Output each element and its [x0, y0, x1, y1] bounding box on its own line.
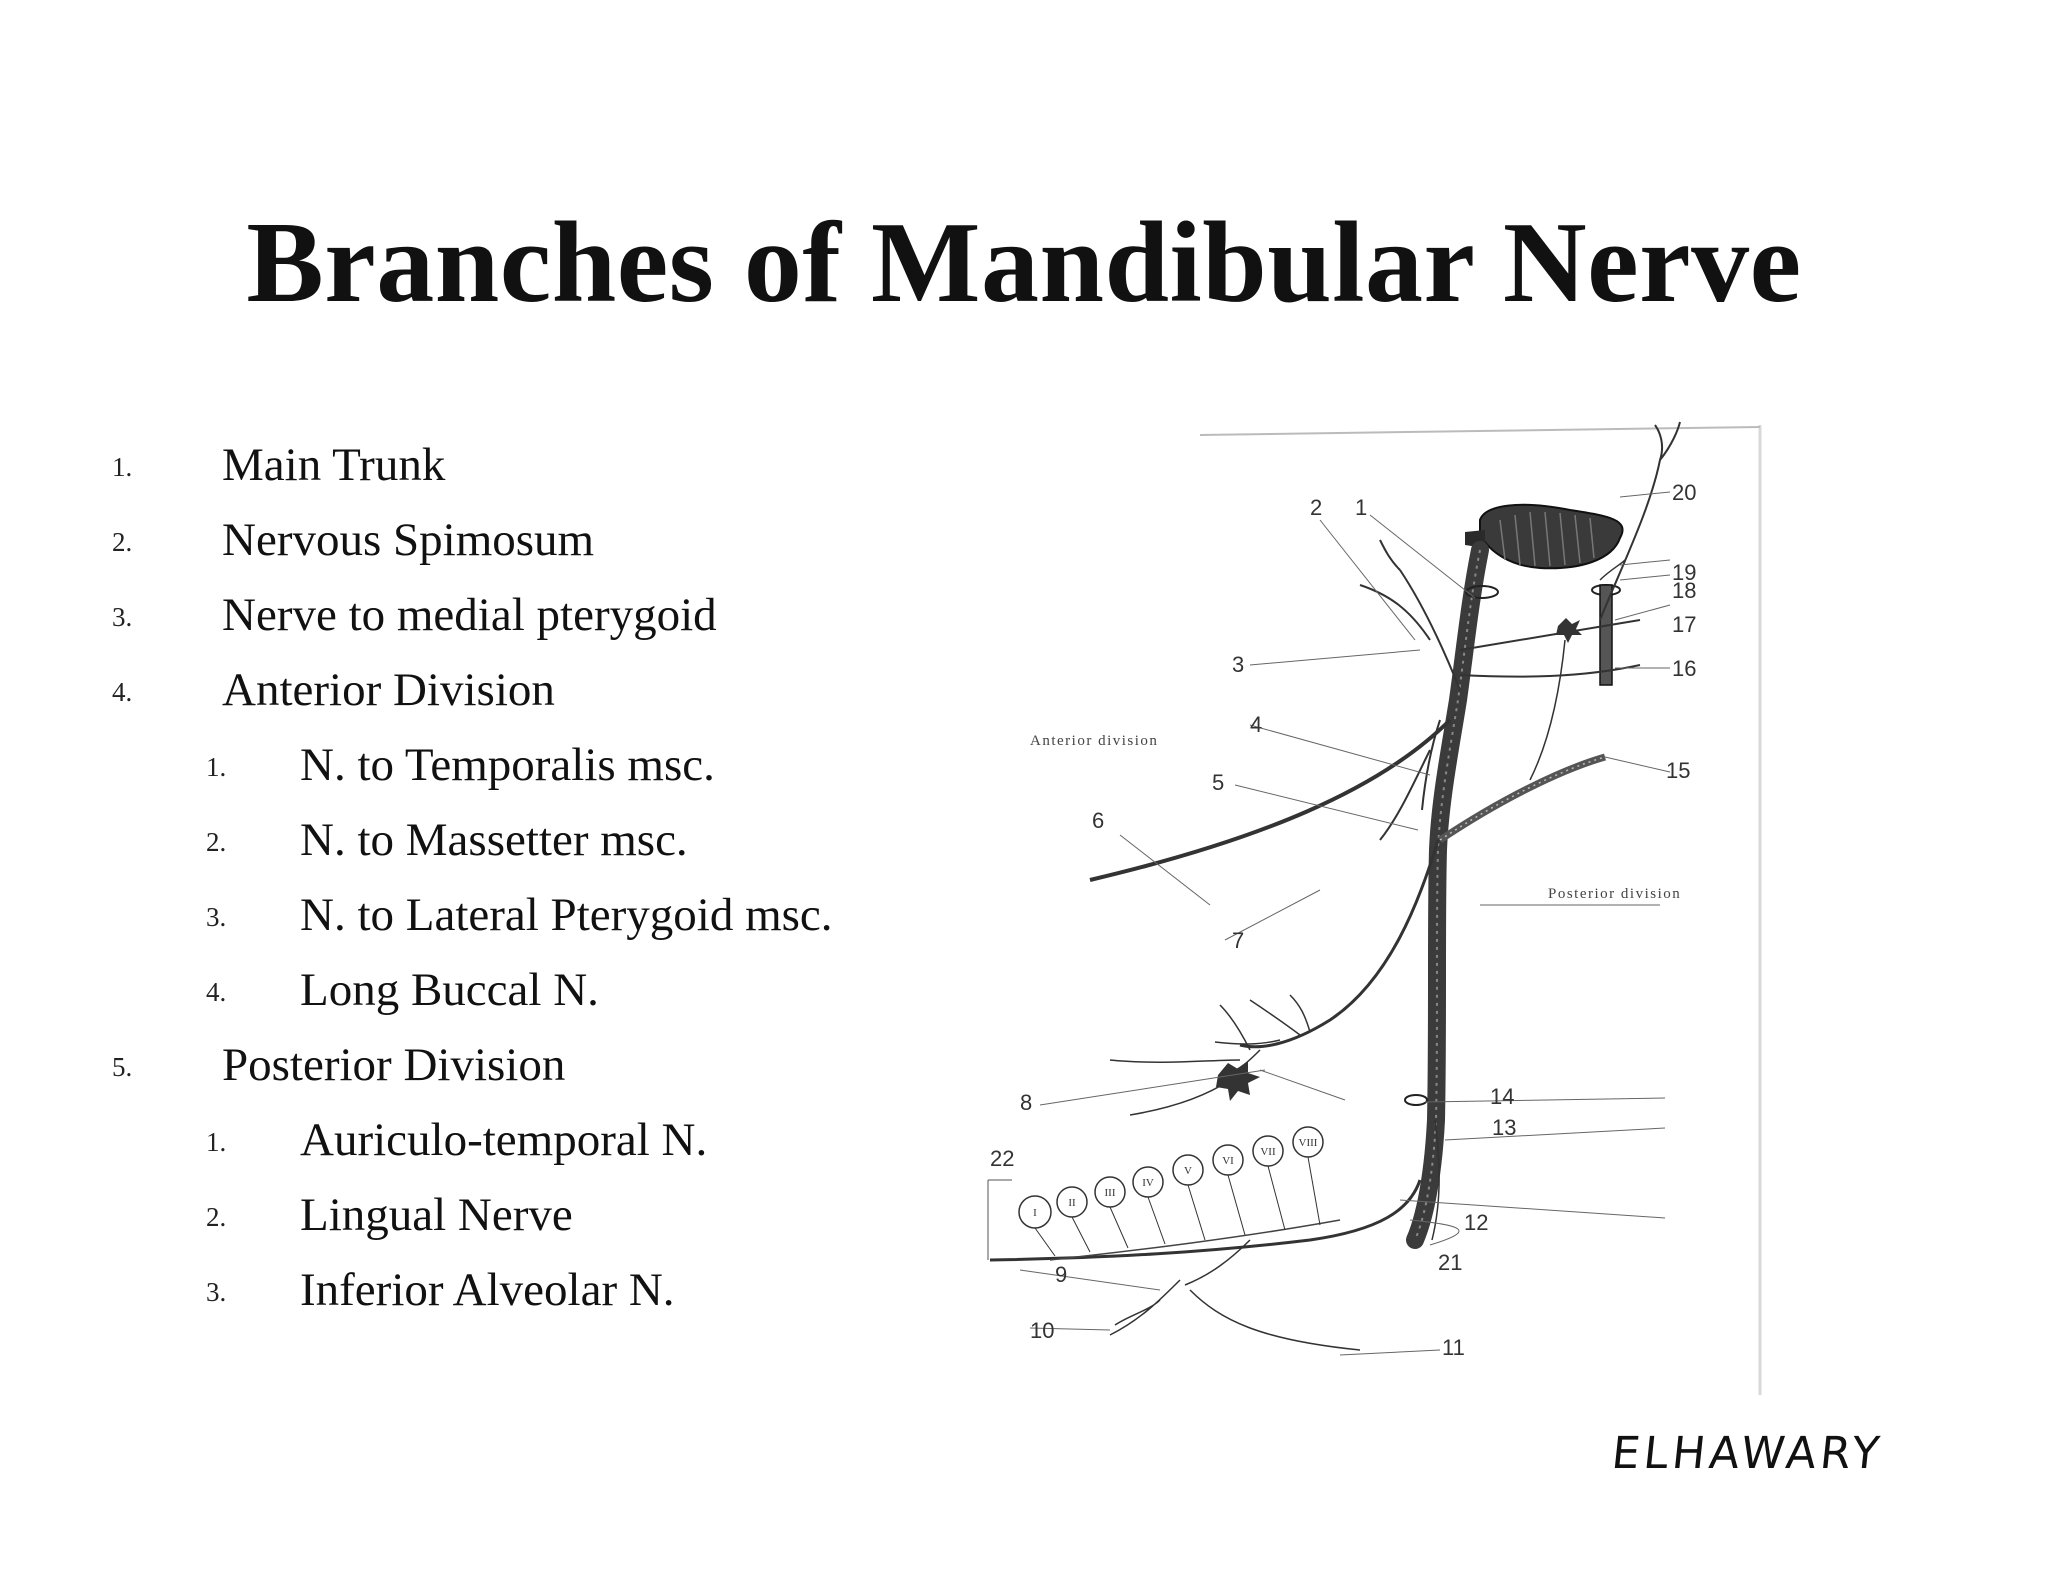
list-text: Nervous Spimosum: [222, 514, 595, 566]
label-22: 22: [990, 1146, 1014, 1171]
label-5: 5: [1212, 770, 1224, 795]
label-4: 4: [1250, 712, 1262, 737]
list-text: N. to Temporalis msc.: [300, 739, 715, 791]
list-text: N. to Massetter msc.: [300, 814, 688, 866]
label-10: 10: [1030, 1318, 1054, 1343]
page-title: Branches of Mandibular Nerve: [246, 199, 1802, 327]
nerve-13: [1431, 1119, 1440, 1241]
nerve-15-hatching: [1439, 756, 1606, 841]
nerve-19: [1599, 559, 1626, 581]
anterior-division-label: Anterior division: [1030, 733, 1158, 749]
mandibular-nerve-diagram: 1 2 3 4 5 6 7 8 9 10 11 12 13 14 15 16 1…: [987, 421, 1762, 1395]
list-number: 4.: [206, 977, 227, 1007]
list-number: 5.: [112, 1052, 133, 1082]
label-6: 6: [1092, 808, 1104, 833]
list-number: 4.: [112, 677, 133, 707]
nerve-20: [1599, 421, 1681, 621]
nerve-11: [1189, 1289, 1361, 1351]
number-labels: 1 2 3 4 5 6 7 8 9 10 11 12 13 14 15 16 1…: [990, 480, 1696, 1360]
nerve-9-10: [1109, 1279, 1181, 1336]
label-14: 14: [1490, 1084, 1514, 1109]
list-text: Anterior Division: [222, 664, 555, 716]
label-8: 8: [1020, 1090, 1032, 1115]
foramen-ovale-ring: [1465, 585, 1499, 599]
nerve-4: [1421, 719, 1441, 811]
label-9: 9: [1055, 1262, 1067, 1287]
tooth-labels: I II III IV V VI VII VIII: [1033, 1137, 1318, 1219]
label-20: 20: [1672, 480, 1696, 505]
list-text: Auriculo-temporal N.: [300, 1114, 708, 1166]
label-3: 3: [1232, 652, 1244, 677]
nerve-16-loop: [1459, 664, 1641, 678]
tooth-label: VI: [1222, 1155, 1234, 1167]
label-11: 11: [1442, 1335, 1465, 1360]
label-15: 15: [1666, 758, 1690, 783]
tooth-label: IV: [1142, 1177, 1154, 1189]
list-text: Long Buccal N.: [300, 964, 599, 1016]
label-13: 13: [1492, 1115, 1516, 1140]
nerve-3: [1359, 539, 1461, 691]
list-number: 1.: [206, 1127, 227, 1157]
label-1: 1: [1355, 495, 1367, 520]
ring-14: [1404, 1094, 1428, 1106]
list-number: 3.: [112, 602, 133, 632]
label-18: 18: [1672, 578, 1696, 603]
tooth-label: VIII: [1299, 1137, 1318, 1149]
label-21: 21: [1438, 1250, 1462, 1275]
list-text: Posterior Division: [222, 1039, 566, 1091]
nerve-15: [1438, 753, 1606, 843]
nerve-17: [1459, 619, 1641, 651]
list-text: Inferior Alveolar N.: [300, 1264, 675, 1316]
nerve-21: [1049, 1219, 1341, 1261]
label-16: 16: [1672, 656, 1696, 681]
otic-ganglion: [1556, 618, 1582, 643]
tooth-label: V: [1184, 1165, 1192, 1177]
nerve-5: [1379, 749, 1431, 841]
buccal-twigs: [1214, 994, 1311, 1076]
list-text: Nerve to medial pterygoid: [222, 589, 717, 641]
label-12: 12: [1464, 1210, 1488, 1235]
label-2: 2: [1310, 495, 1322, 520]
list-text: Main Trunk: [222, 439, 446, 491]
tooth-branches: [1034, 1156, 1321, 1257]
label-7: 7: [1232, 928, 1244, 953]
teeth-row: [1018, 1126, 1324, 1229]
mental-link: [1184, 1239, 1251, 1286]
label-19: 19: [1672, 560, 1696, 585]
list-number: 1.: [206, 752, 227, 782]
nerve-7: [1239, 839, 1440, 1049]
chorda-link: [1529, 639, 1566, 781]
ganglion-striations: [1499, 511, 1595, 567]
ganglion-8: [1216, 1061, 1260, 1101]
tooth-label: III: [1105, 1187, 1116, 1199]
posterior-division-label: Posterior division: [1548, 886, 1681, 902]
leader-lines: [1019, 491, 1671, 1356]
list-number: 2.: [206, 827, 227, 857]
list-number: 1.: [112, 452, 133, 482]
nerve-8-branches: [1109, 1004, 1251, 1116]
top-edge: [1199, 426, 1761, 436]
main-trunk: [1406, 541, 1489, 1249]
tooth-label: II: [1068, 1197, 1076, 1209]
list-text: N. to Lateral Pterygoid msc.: [300, 889, 833, 941]
tooth-label: I: [1033, 1207, 1037, 1219]
list-text: Lingual Nerve: [300, 1189, 573, 1241]
list-number: 2.: [206, 1202, 227, 1232]
mandible-line: [989, 1179, 1422, 1262]
label-17: 17: [1672, 612, 1696, 637]
artery-16: [1599, 584, 1613, 686]
author-signature: ELHAWARY: [1609, 1428, 1886, 1479]
list-number: 3.: [206, 902, 227, 932]
list-number: 3.: [206, 1277, 227, 1307]
bracket-22: [987, 1179, 1012, 1260]
list-number: 2.: [112, 527, 133, 557]
tooth-label: VII: [1260, 1146, 1276, 1158]
